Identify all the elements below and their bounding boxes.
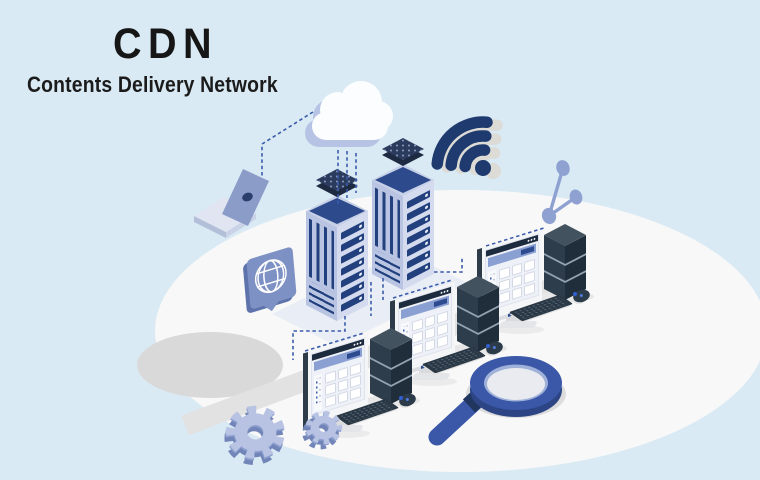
magnifier-icon [428, 356, 566, 446]
workstation-1 [300, 315, 435, 443]
workstation-2 [387, 263, 522, 391]
workstation-3 [474, 211, 609, 339]
server-top-device-face [382, 138, 424, 160]
link-cloud-laptop [261, 111, 314, 176]
gear-icon-large [224, 405, 285, 465]
gear-icon-small [302, 411, 343, 450]
wifi-icon [431, 116, 503, 179]
link-server-monitor-3 [434, 258, 463, 273]
page-title: CDN [113, 20, 219, 68]
globe-badge-icon [246, 246, 297, 312]
cloud-icon [305, 81, 393, 147]
link-monitor-2-edge [392, 279, 453, 299]
laptop-icon [194, 169, 269, 238]
link-monitor-1-edge [304, 332, 365, 352]
share-nodes-icon [541, 160, 583, 225]
page-subtitle: Contents Delivery Network [27, 72, 278, 97]
gear-icons [224, 405, 343, 465]
link-server-monitor-1 [292, 316, 346, 360]
